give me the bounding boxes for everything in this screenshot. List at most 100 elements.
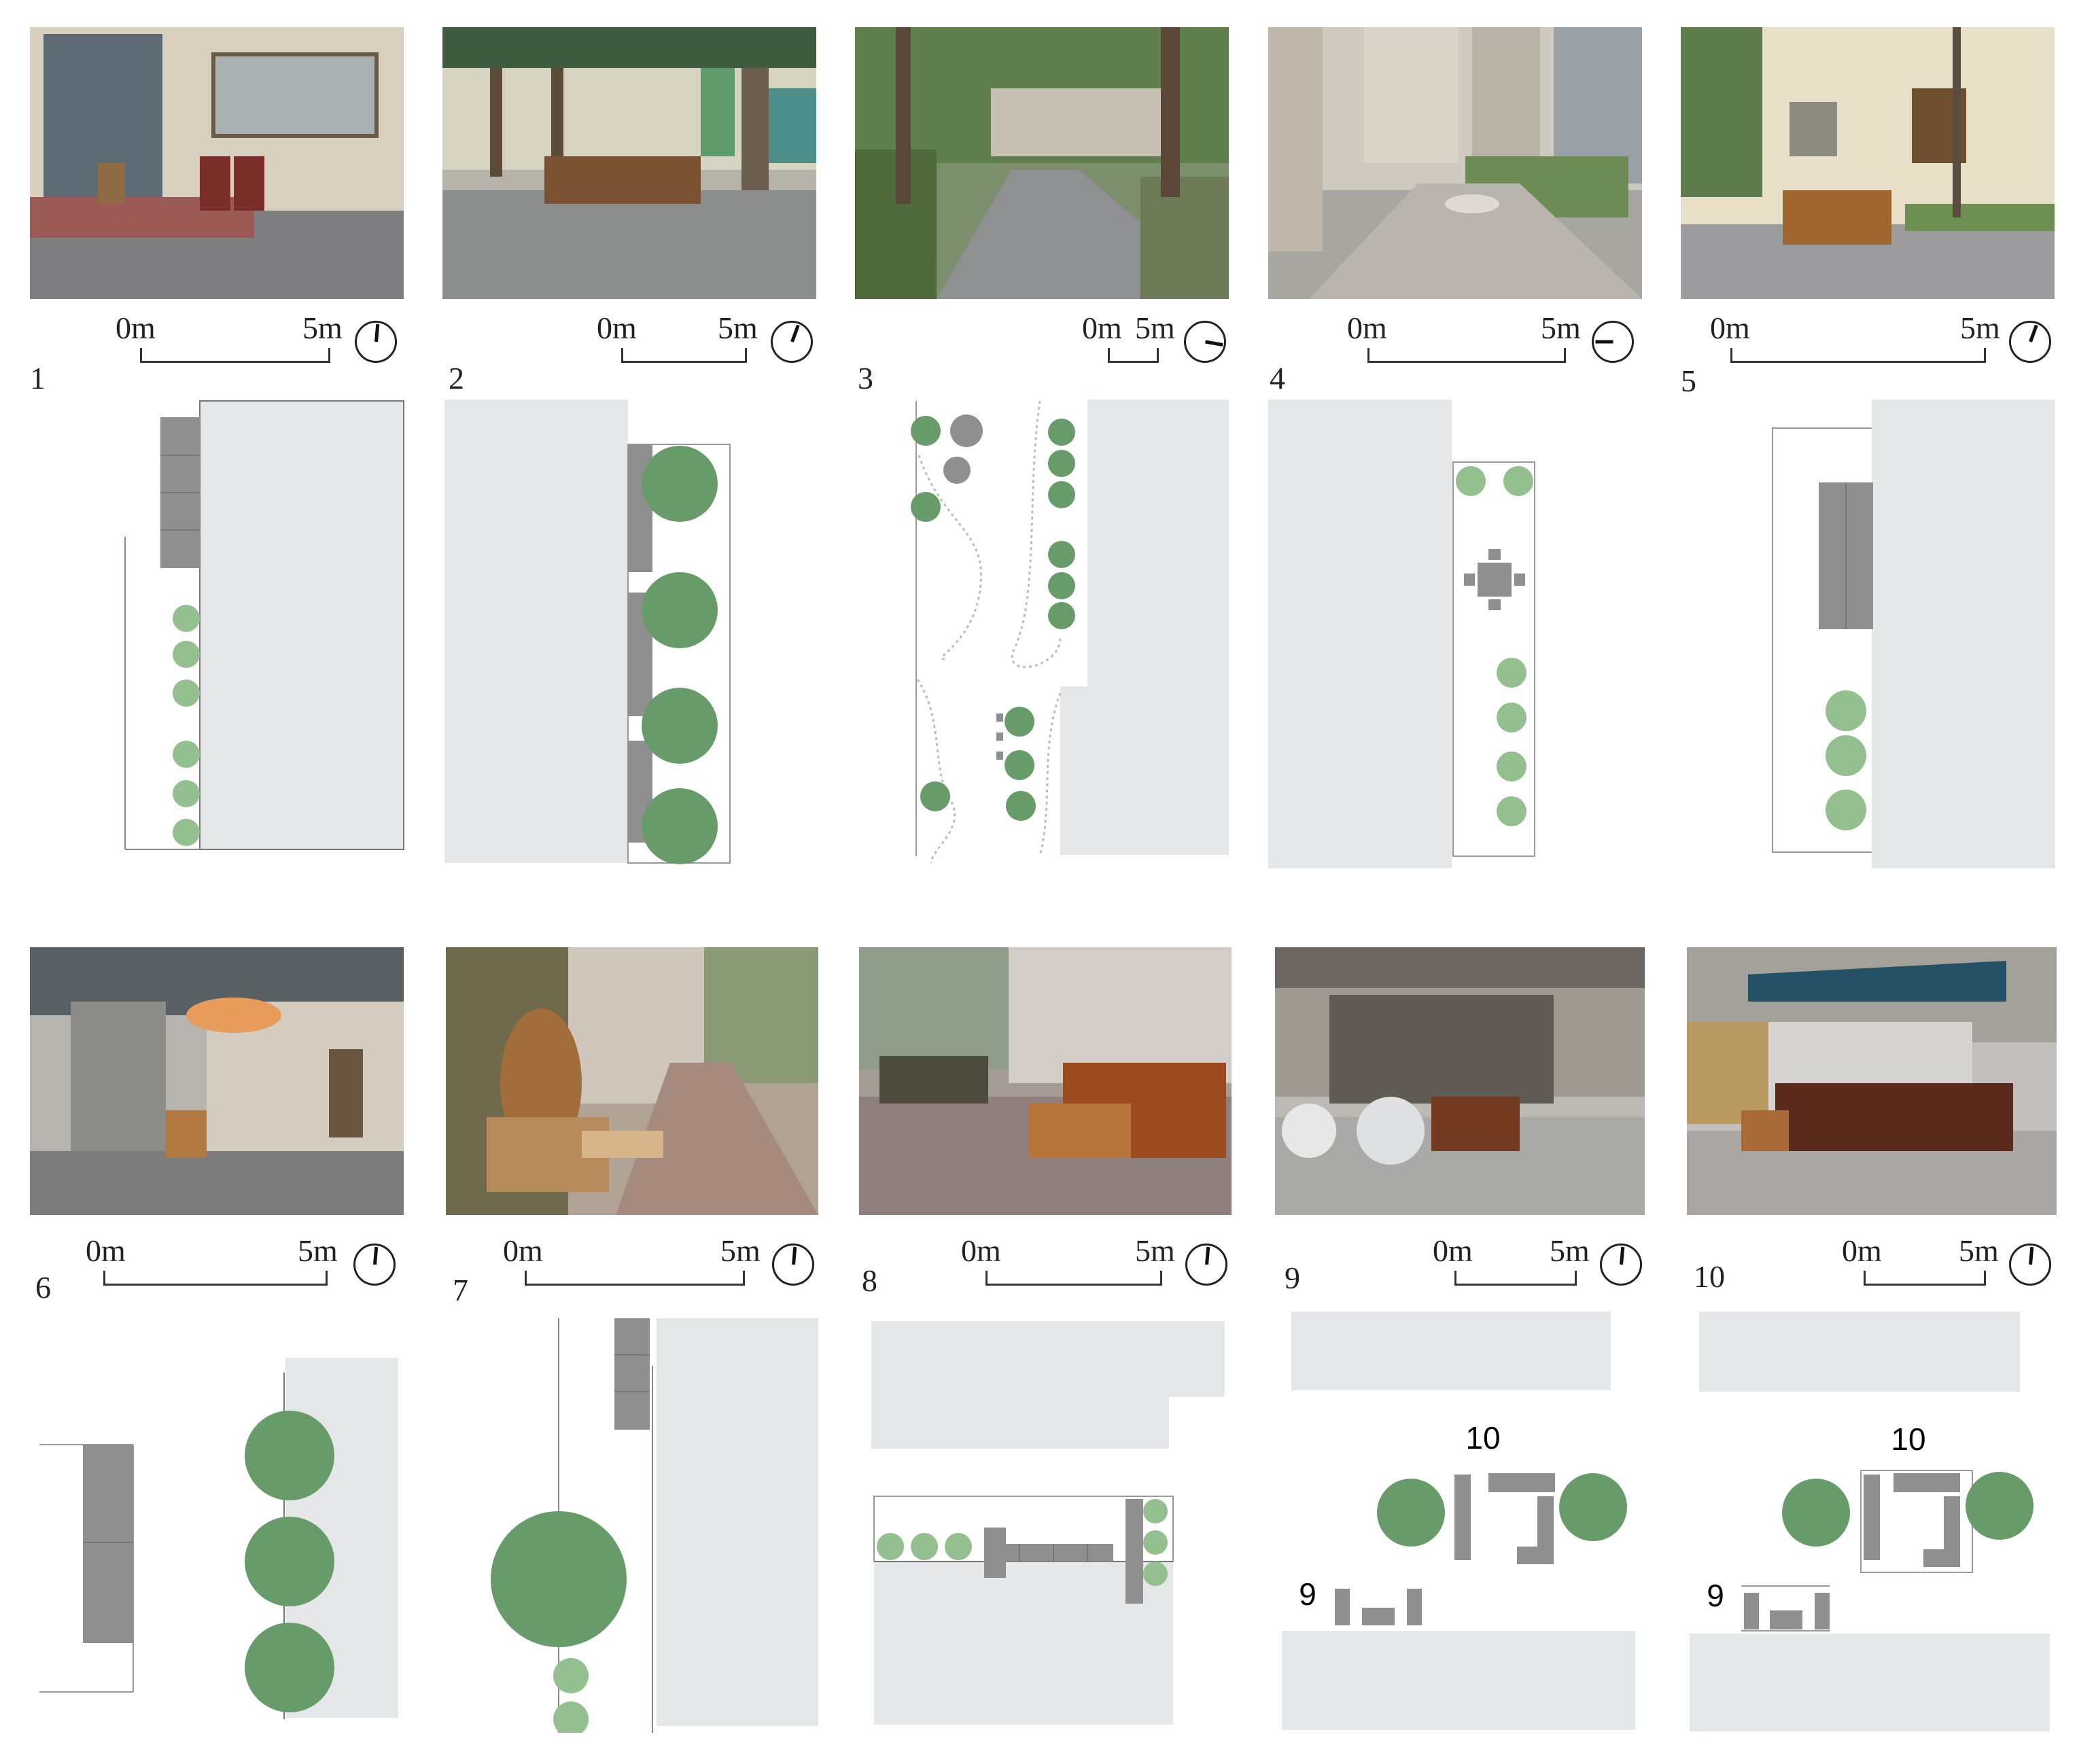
stool-block [1488,549,1501,560]
bench-block [1125,1499,1143,1604]
scale-start-label: 0m [961,1233,1001,1268]
tree-icon [1497,703,1526,733]
photo-4 [1268,27,1642,299]
tree-icon [911,416,941,446]
tree-icon [1005,750,1034,780]
tree-icon [1377,1479,1445,1547]
scale-line [985,1271,1162,1286]
building-block [871,1321,1225,1449]
scale-start-label: 0m [1347,311,1387,345]
scale-line [1367,348,1566,363]
bench-block [1864,1475,1880,1560]
tree-icon [1006,791,1036,821]
north-arrow-icon [2009,321,2051,363]
tree-icon [642,788,718,864]
scale-line [1730,348,1986,363]
tree-icon [911,1533,938,1560]
panel-number-1: 1 [30,361,46,395]
scale-end-label: 5m [1960,311,2000,345]
scale-bar-5: 0m 5m [1710,313,2057,381]
scale-line [1454,1271,1577,1286]
tree-icon [1966,1472,2034,1540]
panel-number-8: 8 [862,1263,877,1298]
north-arrow-icon [353,1243,396,1286]
scale-bar-8: 0m 5m [961,1235,1234,1303]
building-block [199,400,404,850]
building-block [444,400,628,863]
tree-icon [1048,450,1075,477]
marker-10: 10 [1465,1420,1500,1456]
north-arrow-icon [2009,1243,2051,1286]
photo-1 [30,27,404,299]
table-block [1478,563,1512,597]
north-arrow-icon [772,1243,814,1286]
building-block [1699,1311,2020,1392]
tree-icon [245,1517,334,1606]
scale-start-label: 0m [1082,311,1122,345]
tree-icon [1497,796,1526,826]
scale-end-label: 5m [1135,311,1175,345]
site-plan-1 [116,394,408,856]
site-plan-5 [1767,394,2059,870]
tree-icon [553,1658,589,1693]
tree-icon [1826,690,1866,731]
building-block [874,1562,1173,1725]
site-plan-9: 10 9 [1278,1305,1645,1740]
tree-icon [1456,466,1486,496]
panel-number-4: 4 [1270,361,1285,395]
bench-block [1517,1547,1554,1564]
bench-block [1744,1593,1759,1629]
building-block [1060,400,1229,855]
scale-line [103,1271,328,1286]
tree-icon [1497,658,1526,688]
scale-end-label: 5m [298,1233,338,1268]
photo-9 [1275,947,1645,1215]
kiosk-block [83,1445,133,1643]
marker-9: 9 [1707,1578,1724,1613]
bench-block [996,713,1003,722]
scale-bar-4: 0m 5m [1347,313,1646,381]
scale-bar-10: 0m 5m [1842,1235,2057,1303]
site-plan-6 [34,1352,408,1719]
bench-block [1770,1610,1802,1629]
photo-3 [855,27,1229,299]
tree-icon [1497,752,1526,781]
tree-icon [491,1511,627,1647]
tree-icon [911,492,941,522]
north-arrow-icon [771,321,813,363]
scale-bar-9: 0m 5m [1433,1235,1647,1303]
site-plan-7 [476,1311,822,1733]
bench-block [996,733,1003,741]
scale-start-label: 0m [86,1233,126,1268]
tree-icon [1048,419,1075,446]
bench-block [1923,1549,1960,1567]
tree-icon [1826,790,1866,830]
photo-2 [442,27,816,299]
tree-icon [173,680,200,707]
bench-block [984,1544,1113,1562]
scale-end-label: 5m [1550,1233,1590,1268]
scale-end-label: 5m [302,311,343,345]
scale-start-label: 0m [1710,311,1750,345]
tree-icon [1503,466,1533,496]
tree-icon [1048,481,1075,508]
scale-end-label: 5m [1959,1233,1999,1268]
tree-icon [1143,1530,1168,1555]
marker-9: 9 [1299,1576,1316,1612]
tree-icon [173,641,200,668]
panel-number-9: 9 [1285,1260,1300,1295]
photo-5 [1681,27,2055,299]
scale-start-label: 0m [1842,1233,1882,1268]
stool-block [1514,574,1525,586]
scale-end-label: 5m [718,311,758,345]
tree-icon [1048,541,1075,568]
panel-number-7: 7 [453,1273,468,1307]
photo-10 [1687,947,2057,1215]
bench-block [614,1318,650,1430]
bench-block [1454,1475,1471,1560]
tree-icon [553,1701,589,1733]
panel-number-2: 2 [449,361,464,395]
bench-block [1893,1473,1960,1492]
scale-end-label: 5m [720,1233,761,1268]
tree-icon [245,1623,334,1712]
